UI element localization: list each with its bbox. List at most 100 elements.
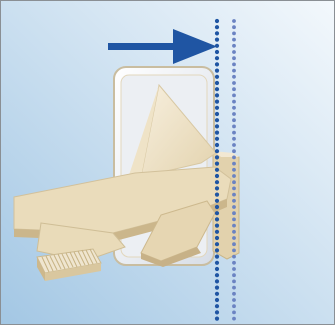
guide-dot (232, 106, 236, 110)
guide-dot (232, 38, 236, 42)
guide-dot (215, 118, 219, 122)
guide-dot (215, 180, 219, 184)
guide-dot (232, 162, 236, 166)
guide-dot (232, 211, 236, 215)
guide-dot (215, 25, 219, 29)
guide-dot (215, 149, 219, 153)
guide-dot (232, 267, 236, 271)
guide-dot (215, 230, 219, 234)
guide-dot (215, 155, 219, 159)
guide-dot (215, 69, 219, 73)
guide-dot (215, 56, 219, 60)
dotted-guide-line-secondary (232, 19, 236, 320)
guide-dot (215, 211, 219, 215)
guide-dot (232, 131, 236, 135)
guide-dot (215, 205, 219, 209)
guide-dot (232, 286, 236, 290)
guide-dot (215, 255, 219, 259)
guide-dot (232, 193, 236, 197)
guide-dot (232, 168, 236, 172)
guide-dot (215, 137, 219, 141)
guide-dot (215, 217, 219, 221)
guide-dot (215, 242, 219, 246)
guide-dot (215, 131, 219, 135)
guide-dot (215, 162, 219, 166)
guide-dot (215, 298, 219, 302)
guide-dot (232, 180, 236, 184)
guide-dot (232, 125, 236, 129)
guide-dot (215, 286, 219, 290)
guide-dot (232, 205, 236, 209)
guide-dot (232, 50, 236, 54)
guide-dot (232, 63, 236, 67)
guide-dot (232, 112, 236, 116)
guide-dot (215, 193, 219, 197)
guide-dot (215, 273, 219, 277)
guide-dot (232, 224, 236, 228)
guide-dot (232, 56, 236, 60)
guide-dot (232, 81, 236, 85)
guide-dot (215, 81, 219, 85)
guide-dot (232, 174, 236, 178)
guide-dot (232, 118, 236, 122)
guide-dot (215, 236, 219, 240)
guide-dot (215, 112, 219, 116)
guide-dot (215, 38, 219, 42)
guide-dot (232, 87, 236, 91)
guide-dot (215, 199, 219, 203)
guide-dot (232, 304, 236, 308)
guide-dot (232, 69, 236, 73)
guide-dot (215, 310, 219, 314)
guide-dot (215, 75, 219, 79)
guide-dot (215, 279, 219, 283)
guide-dot (232, 156, 236, 160)
guide-dot (232, 298, 236, 302)
guide-dot (215, 168, 219, 172)
guide-dot (215, 292, 219, 296)
guide-dot (232, 32, 236, 36)
guide-dot (215, 186, 219, 190)
guide-dot (215, 124, 219, 128)
guide-dot (215, 106, 219, 110)
guide-dot (215, 267, 219, 271)
dotted-guide-line-primary (215, 19, 219, 321)
guide-dot (232, 137, 236, 141)
guide-dot (232, 311, 236, 315)
guide-dot (215, 174, 219, 178)
guide-dot (215, 50, 219, 54)
guide-dot (215, 143, 219, 147)
guide-dot (232, 44, 236, 48)
guide-dot (215, 317, 219, 321)
guide-dot (232, 255, 236, 259)
guide-dot (232, 261, 236, 265)
guide-dot (232, 230, 236, 234)
guide-dot (215, 100, 219, 104)
guide-dot (232, 187, 236, 191)
guide-dot (215, 93, 219, 97)
guide-dot (232, 242, 236, 246)
guide-dot (215, 62, 219, 66)
guide-dot (232, 100, 236, 104)
guide-dot (232, 280, 236, 284)
guide-dot (215, 19, 219, 23)
guide-dot (215, 304, 219, 308)
guide-dot (215, 87, 219, 91)
guide-dot (232, 199, 236, 203)
guide-dot (232, 149, 236, 153)
guide-dot (232, 273, 236, 277)
guide-dot (232, 25, 236, 29)
guide-dot (215, 224, 219, 228)
guide-dot (232, 218, 236, 222)
guide-dot (232, 94, 236, 98)
guide-dot (232, 236, 236, 240)
guide-dot (215, 261, 219, 265)
guide-dot (232, 75, 236, 79)
guide-dot (215, 31, 219, 35)
guide-dot (232, 143, 236, 147)
guide-dot (215, 248, 219, 252)
guide-dot (232, 249, 236, 253)
guide-dot (232, 19, 236, 23)
guide-dot (232, 292, 236, 296)
